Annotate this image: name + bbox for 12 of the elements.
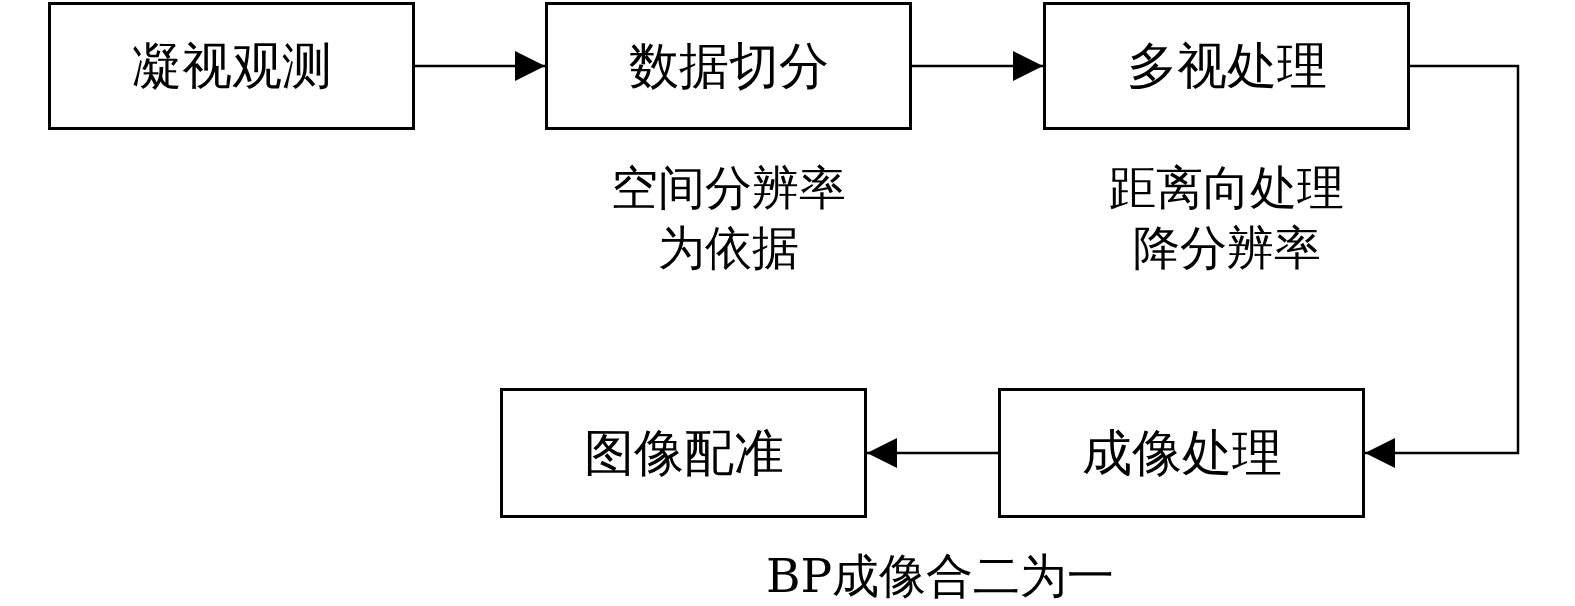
process-box: 图像配准 bbox=[500, 388, 867, 518]
arrow bbox=[912, 51, 1043, 81]
process-box: 多视处理 bbox=[1043, 2, 1410, 130]
caption-text: 空间分辨率为依据 bbox=[610, 159, 847, 277]
caption-text: 距离向处理降分辨率 bbox=[1108, 159, 1345, 277]
arrow bbox=[415, 51, 545, 81]
process-box: 成像处理 bbox=[998, 388, 1365, 518]
process-box: 凝视观测 bbox=[48, 2, 415, 130]
arrow bbox=[1365, 64, 1520, 468]
process-box: 数据切分 bbox=[545, 2, 912, 130]
caption-text: BP成像合二为一 bbox=[766, 547, 1115, 605]
arrow bbox=[867, 438, 998, 468]
